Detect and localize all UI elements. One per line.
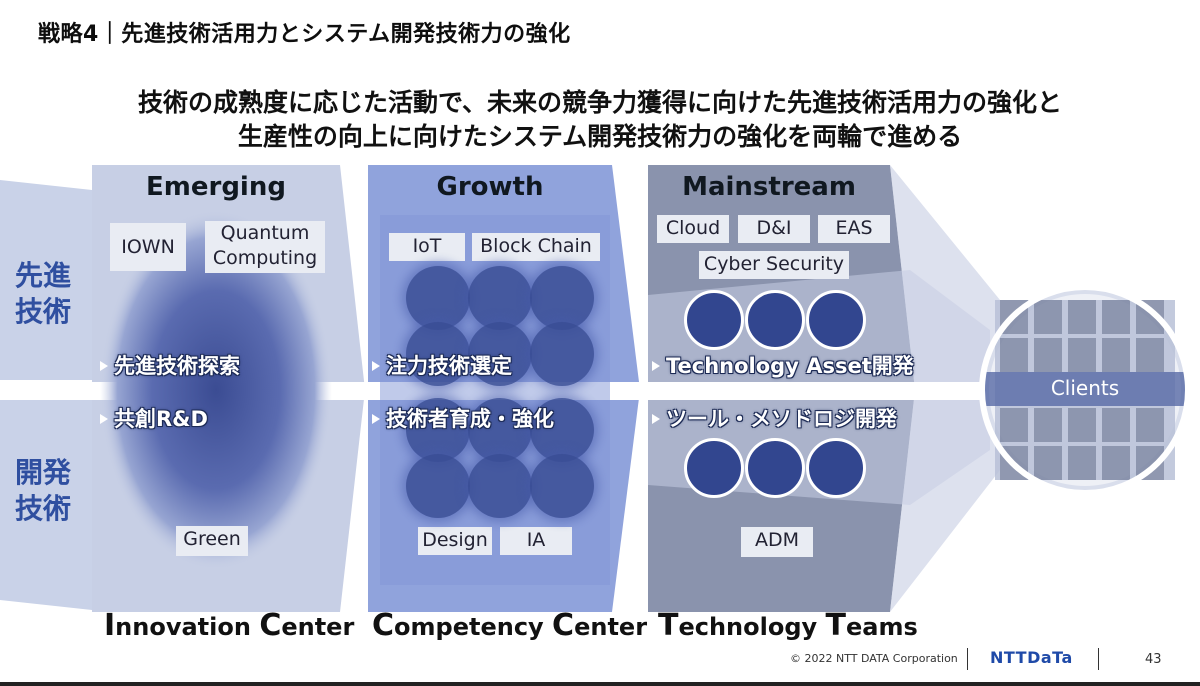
tag-eas: EAS xyxy=(818,215,890,243)
emerging-bullet-2: 共創R&D xyxy=(100,403,208,433)
bullet-triangle-icon xyxy=(652,361,660,371)
growth-circle xyxy=(530,398,594,462)
emerging-glow xyxy=(100,210,332,570)
mainstream-circle xyxy=(684,438,744,498)
copyright: © 2022 NTT DATA Corporation xyxy=(790,652,958,665)
clients-photo-grid xyxy=(985,300,1185,480)
emerging-title: Emerging xyxy=(146,172,286,202)
growth-circle xyxy=(530,266,594,330)
growth-circle xyxy=(468,322,532,386)
innovation-center-label: Innovation Center xyxy=(104,608,355,643)
tag-iot: IoT xyxy=(389,233,465,261)
growth-circle xyxy=(406,322,470,386)
tag-block-chain: Block Chain xyxy=(472,233,600,261)
growth-circle xyxy=(530,322,594,386)
growth-bullet-1: 注力技術選定 xyxy=(372,350,512,380)
growth-title: Growth xyxy=(436,172,544,202)
bullet-triangle-icon xyxy=(100,361,108,371)
growth-bullet-2: 技術者育成・強化 xyxy=(372,403,554,433)
bullet-triangle-icon xyxy=(372,361,380,371)
mainstream-circle xyxy=(806,290,866,350)
footer-divider xyxy=(967,648,968,670)
mainstream-bullet-2: ツール・メソドロジ開発 xyxy=(652,403,897,433)
growth-circle xyxy=(530,454,594,518)
slide-title: 戦略4｜先進技術活用力とシステム開発技術力の強化 xyxy=(38,22,571,47)
mainstream-circle xyxy=(745,290,805,350)
tag-iown: IOWN xyxy=(110,223,186,271)
tag-cloud: Cloud xyxy=(657,215,729,243)
emerging-bullet-1: 先進技術探索 xyxy=(100,350,240,380)
growth-circle xyxy=(468,398,532,462)
mainstream-circle xyxy=(684,290,744,350)
mainstream-title: Mainstream xyxy=(682,172,856,202)
growth-circle xyxy=(468,266,532,330)
mainstream-bullet-1: Technology Asset開発 xyxy=(652,350,914,380)
tag-cyber-security: Cyber Security xyxy=(699,251,849,279)
tag-d-and-i: D&I xyxy=(738,215,810,243)
bullet-triangle-icon xyxy=(652,414,660,424)
bottom-edge-bar xyxy=(0,682,1200,686)
competency-center-label: Competency Center xyxy=(372,608,648,643)
tag-green: Green xyxy=(176,526,248,556)
page-number: 43 xyxy=(1145,652,1162,667)
advanced-tech-label: 先進技術 xyxy=(15,259,72,328)
growth-circle xyxy=(468,454,532,518)
technology-teams-label: Technology Teams xyxy=(658,608,918,643)
brand-logo: NTTDaTa xyxy=(990,648,1073,667)
headline-line-2: 生産性の向上に向けたシステム開発技術力の強化を両輪で進める xyxy=(237,122,963,151)
mainstream-circle xyxy=(806,438,866,498)
development-tech-label: 開発技術 xyxy=(15,456,72,525)
growth-circle xyxy=(406,398,470,462)
footer-divider xyxy=(1098,648,1099,670)
headline-line-1: 技術の成熟度に応じた活動で、未来の競争力獲得に向けた先進技術活用力の強化と xyxy=(137,88,1062,117)
mainstream-circle xyxy=(745,438,805,498)
tag-design: Design xyxy=(418,527,492,555)
development-band xyxy=(0,400,92,610)
tag-quantum-computing: Quantum Computing xyxy=(205,221,325,273)
advanced-band xyxy=(0,180,92,380)
bullet-triangle-icon xyxy=(372,414,380,424)
bullet-triangle-icon xyxy=(100,414,108,424)
growth-circle xyxy=(406,454,470,518)
tag-adm: ADM xyxy=(741,527,813,557)
clients-label: Clients xyxy=(1050,376,1120,400)
tag-ia: IA xyxy=(500,527,572,555)
growth-circle xyxy=(406,266,470,330)
